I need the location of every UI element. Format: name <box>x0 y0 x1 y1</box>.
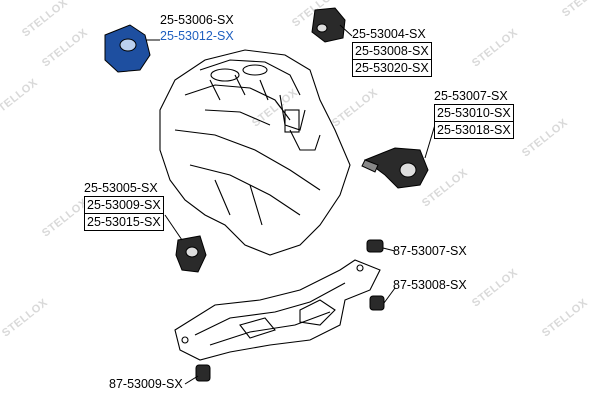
engine-drawing <box>159 49 351 256</box>
bush-bottom <box>195 364 211 382</box>
part-code-left-3[interactable]: 25-53015-SX <box>84 214 164 231</box>
label-group-right: 25-53007-SX 25-53010-SX 25-53018-SX <box>434 88 514 139</box>
leader-lines <box>146 24 438 385</box>
part-code-right-1[interactable]: 25-53007-SX <box>434 89 508 103</box>
mount-top-left <box>104 24 151 73</box>
part-code-top-left-1[interactable]: 25-53006-SX <box>160 13 234 27</box>
part-code-left-2[interactable]: 25-53009-SX <box>84 196 164 214</box>
part-code-bush-upper[interactable]: 87-53007-SX <box>393 244 467 258</box>
part-code-bush-bottom[interactable]: 87-53009-SX <box>109 377 183 391</box>
part-code-top-right-3[interactable]: 25-53020-SX <box>352 60 432 77</box>
label-group-top-right: 25-53004-SX 25-53008-SX 25-53020-SX <box>352 26 432 77</box>
subframe-drawing <box>174 259 381 361</box>
part-code-bush-lower[interactable]: 87-53008-SX <box>393 278 467 292</box>
label-group-left: 25-53005-SX 25-53009-SX 25-53015-SX <box>84 180 164 231</box>
part-code-top-right-1[interactable]: 25-53004-SX <box>352 27 426 41</box>
part-code-right-2[interactable]: 25-53010-SX <box>434 104 514 122</box>
label-group-top-left: 25-53006-SX 25-53012-SX <box>160 12 234 44</box>
mount-left <box>175 235 207 273</box>
part-code-top-right-2[interactable]: 25-53008-SX <box>352 42 432 60</box>
part-code-left-1[interactable]: 25-53005-SX <box>84 181 158 195</box>
part-code-top-left-2[interactable]: 25-53012-SX <box>160 29 234 43</box>
bush-upper <box>366 239 384 253</box>
part-code-right-3[interactable]: 25-53018-SX <box>434 122 514 139</box>
bush-lower <box>369 295 385 311</box>
mount-right <box>361 147 429 189</box>
mount-top-right <box>311 7 346 43</box>
